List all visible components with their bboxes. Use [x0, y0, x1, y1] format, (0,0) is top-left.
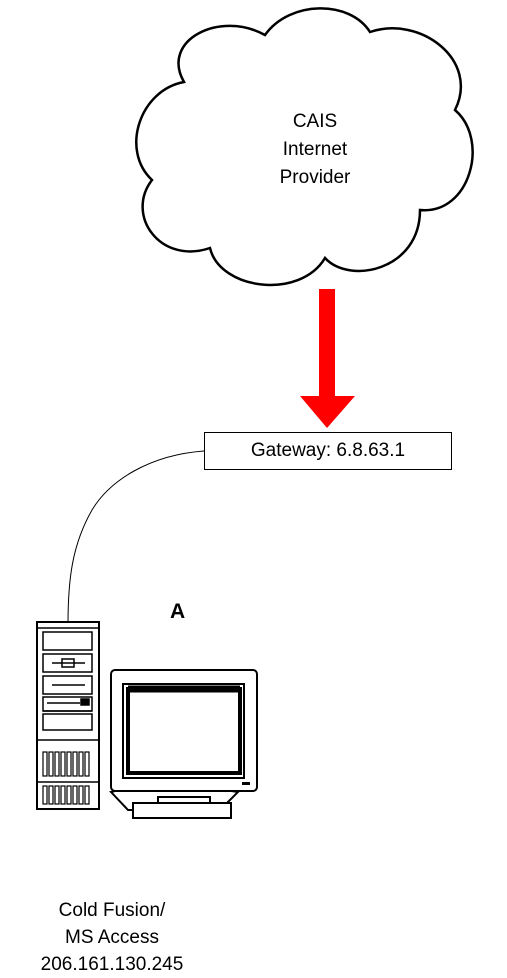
server-label-line: Cold Fusion/ — [22, 897, 202, 924]
server-ip-label: 206.161.130.245 — [22, 951, 202, 978]
arrow-down-icon — [300, 289, 355, 428]
monitor-icon — [111, 670, 257, 818]
gateway-box: Gateway: 6.8.63.1 — [204, 432, 452, 470]
marker-label: A — [170, 600, 185, 624]
cloud-label-line: CAIS — [240, 108, 390, 136]
network-cable — [68, 451, 204, 624]
cloud-label: CAIS Internet Provider — [240, 108, 390, 192]
cloud-label-line: Internet — [240, 136, 390, 164]
server-label: Cold Fusion/ MS Access 206.161.130.245 — [22, 897, 202, 978]
server-label-line: MS Access — [22, 924, 202, 951]
cloud-label-line: Provider — [240, 164, 390, 192]
server-tower-icon — [37, 622, 99, 809]
